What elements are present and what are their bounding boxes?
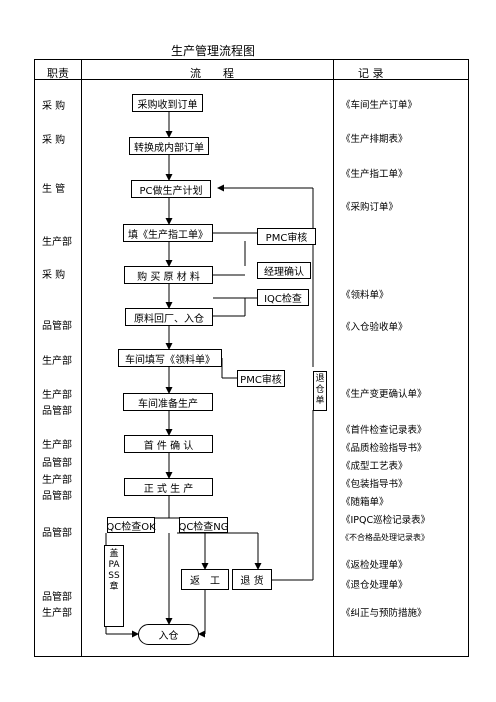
box-iqc-check: IQC检查 xyxy=(257,289,309,306)
role-label: 生产部 xyxy=(42,608,72,619)
record-label: 《纠正与预防措施》 xyxy=(341,608,427,619)
box-rework: 返 工 xyxy=(181,569,229,590)
record-label: 《首件检查记录表》 xyxy=(341,425,427,436)
role-label: 生产部 xyxy=(42,356,72,367)
record-label: 《采购订单》 xyxy=(341,202,399,213)
record-label: 《随箱单》 xyxy=(341,497,389,508)
box-warehouse-in: 入仓 xyxy=(138,624,199,645)
role-label: 采 购 xyxy=(42,101,66,112)
box-prepare-production: 车间准备生产 xyxy=(123,393,213,411)
box-buy-material: 购 买 原 材 料 xyxy=(124,266,213,284)
role-label: 采 购 xyxy=(42,135,66,146)
role-label: 生产部 xyxy=(42,440,72,451)
record-label: 《车间生产订单》 xyxy=(341,100,418,111)
box-pc-plan: PC做生产计划 xyxy=(131,180,211,198)
header-flow: 流 程 xyxy=(190,67,234,80)
role-label: 采 购 xyxy=(42,270,66,281)
record-label: 《成型工艺表》 xyxy=(341,461,408,472)
role-label: 生 管 xyxy=(42,184,66,195)
record-label: 《IPQC巡检记录表》 xyxy=(341,515,431,526)
role-label: 生产部 xyxy=(42,475,72,486)
record-label: 《生产排期表》 xyxy=(341,134,408,145)
record-label: 《包装指导书》 xyxy=(341,479,408,490)
role-label: 品管部 xyxy=(42,321,72,332)
record-label: 《不合格品处理记录表》 xyxy=(341,533,429,542)
role-label: 品管部 xyxy=(42,528,72,539)
record-label: 《领料单》 xyxy=(341,290,389,301)
box-first-article: 首 件 确 认 xyxy=(124,435,213,453)
record-label: 《退仓处理单》 xyxy=(341,580,408,591)
box-qc-ok: QC检查OK xyxy=(106,517,156,533)
box-pmc-review-1: PMC审核 xyxy=(257,228,316,245)
role-label: 品管部 xyxy=(42,458,72,469)
record-label: 《品质检验指导书》 xyxy=(341,443,427,454)
role-label: 品管部 xyxy=(42,592,72,603)
page-title: 生产管理流程图 xyxy=(171,44,256,58)
box-return-stock: 退仓单 xyxy=(313,371,327,411)
box-material-in: 原料回厂、入仓 xyxy=(125,308,213,326)
box-manager-confirm: 经理确认 xyxy=(257,262,311,279)
box-fill-work-order: 填《生产指工单》 xyxy=(123,224,213,242)
record-label: 《入仓验收单》 xyxy=(341,322,408,333)
header-role: 职责 xyxy=(47,67,69,80)
box-qc-ng: QC检查NG xyxy=(178,517,229,533)
box-formal-production: 正 式 生 产 xyxy=(124,478,213,496)
box-purchase-order: 采购收到订单 xyxy=(132,94,203,112)
box-convert-order: 转换成内部订单 xyxy=(129,137,209,155)
record-label: 《返检处理单》 xyxy=(341,560,408,571)
box-return-goods: 退 货 xyxy=(232,569,272,590)
record-label: 《生产变更确认单》 xyxy=(341,389,427,400)
role-label: 生产部 xyxy=(42,390,72,401)
box-pass-stamp: 盖PASS章 xyxy=(104,545,124,627)
box-fill-requisition: 车间填写《领料单》 xyxy=(118,349,222,367)
box-pmc-review-2: PMC审核 xyxy=(237,370,285,387)
record-label: 《生产指工单》 xyxy=(341,169,408,180)
role-label: 生产部 xyxy=(42,237,72,248)
header-record: 记 录 xyxy=(358,67,384,80)
role-label: 品管部 xyxy=(42,406,72,417)
role-label: 品管部 xyxy=(42,491,72,502)
